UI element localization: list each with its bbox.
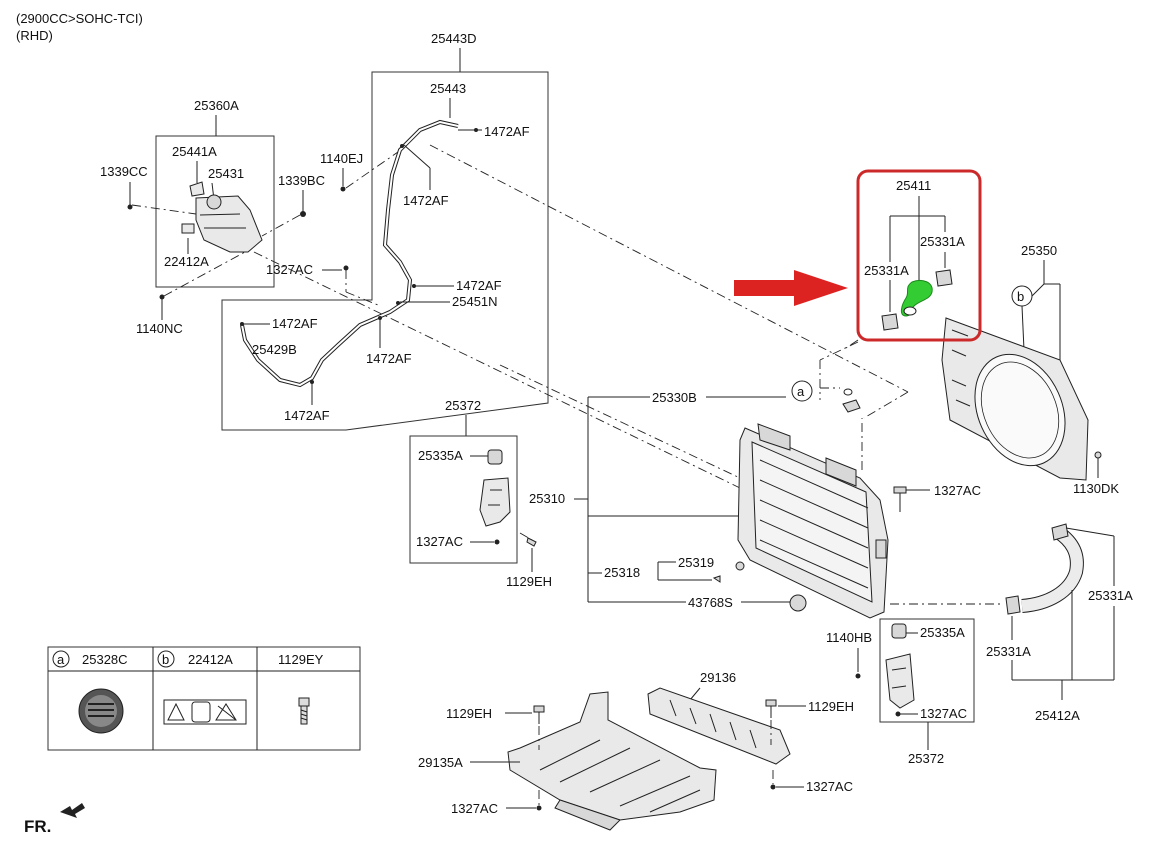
part-1140HB[interactable]: 1140HB [826, 630, 872, 645]
bracket-a [479, 477, 511, 527]
radiator-group: 25330B 25310 a 25318 25319 43768S 1327AC [529, 380, 981, 619]
upper-hose-group: 25411 25331A 25331A [845, 169, 982, 349]
pipe-group-box [221, 71, 549, 431]
part-25429B[interactable]: 25429B [252, 342, 297, 357]
part-25412A[interactable]: 25412A [1035, 708, 1080, 723]
radiator-cap [842, 399, 861, 413]
part-1327AC-f[interactable]: 1327AC [451, 801, 498, 816]
mount-left-group: 25372 25335A 1327AC 1129EH [409, 398, 552, 589]
part-1339CC[interactable]: 1339CC [100, 164, 148, 179]
part-1327AC-b[interactable]: 1327AC [416, 534, 463, 549]
legend-table: a 25328C b 22412A 1129EY [47, 646, 361, 751]
clamp-lower [881, 313, 899, 331]
part-25360A[interactable]: 25360A [194, 98, 239, 113]
bracket-b [885, 653, 915, 709]
label-part [181, 223, 195, 234]
part-1327AC-e[interactable]: 1327AC [806, 779, 853, 794]
part-25331A-d[interactable]: 25331A [986, 644, 1031, 659]
highlight-box [856, 169, 982, 342]
part-25331A-a[interactable]: 25331A [920, 234, 965, 249]
drain-plug [789, 594, 807, 612]
part-22412A[interactable]: 22412A [164, 254, 209, 269]
reservoir-cap [206, 194, 222, 210]
part-43768S[interactable]: 43768S [688, 595, 733, 610]
callout-b: b [1017, 289, 1024, 304]
legend-b-letter: b [162, 652, 169, 667]
legend-part-22412A[interactable]: 22412A [188, 652, 233, 667]
part-1327AC-d[interactable]: 1327AC [920, 706, 967, 721]
engine-spec-label: (2900CC>SOHC-TCI) [16, 11, 143, 26]
part-1472AF-b[interactable]: 1472AF [403, 193, 449, 208]
part-25451N[interactable]: 25451N [452, 294, 498, 309]
part-25431[interactable]: 25431 [208, 166, 244, 181]
clamp-lower-hose-a [1051, 523, 1069, 541]
part-1472AF-f[interactable]: 1472AF [284, 408, 330, 423]
rubber-mount-a [487, 449, 503, 465]
part-25335A-a[interactable]: 25335A [418, 448, 463, 463]
rubber-mount-b [891, 623, 907, 639]
part-25411[interactable]: 25411 [896, 178, 931, 193]
part-25443D[interactable]: 25443D [431, 31, 477, 46]
drive-side-label: (RHD) [16, 28, 53, 43]
part-25372-b[interactable]: 25372 [908, 751, 944, 766]
part-25331A-b[interactable]: 25331A [864, 263, 909, 278]
clamp-upper [935, 269, 953, 287]
part-1472AF-e[interactable]: 1472AF [366, 351, 412, 366]
part-1129EH-b[interactable]: 1129EH [446, 706, 492, 721]
shroud-group: 25350 b 1130DK [941, 243, 1119, 496]
mount-right-box [879, 618, 975, 723]
part-1327AC-c[interactable]: 1327AC [934, 483, 981, 498]
part-1129EH-a[interactable]: 1129EH [506, 574, 552, 589]
part-25335A-b[interactable]: 25335A [920, 625, 965, 640]
legend-part-25328C[interactable]: 25328C [82, 652, 128, 667]
part-29136[interactable]: 29136 [700, 670, 736, 685]
lower-hose [1021, 527, 1083, 612]
cap-part [189, 181, 205, 197]
mount-left-box [409, 435, 518, 564]
part-25372-a[interactable]: 25372 [445, 398, 481, 413]
part-25310[interactable]: 25310 [529, 491, 565, 506]
part-25319[interactable]: 25319 [678, 555, 714, 570]
reservoir-group: 25360A 25441A 25431 22412A 1339CC 1339BC… [100, 98, 325, 336]
pipe-group: 25443D 25443 1472AF 1140EJ 1472AF 1327AC… [221, 31, 549, 431]
part-1472AF-d[interactable]: 1472AF [272, 316, 318, 331]
bolt-icon [298, 697, 310, 725]
lower-hose-group: 25331A 25331A 25412A [986, 523, 1133, 723]
part-1130DK[interactable]: 1130DK [1073, 481, 1119, 496]
reservoir-tank [195, 195, 263, 253]
reservoir-box [155, 135, 275, 288]
part-1140EJ[interactable]: 1140EJ [320, 151, 363, 166]
highlight-arrow [734, 270, 848, 306]
part-1472AF-a[interactable]: 1472AF [484, 124, 530, 139]
clamp-lower-hose-b [1005, 595, 1021, 615]
front-indicator: FR. [24, 817, 51, 836]
reference-lines [253, 144, 1000, 605]
part-29135A[interactable]: 29135A [418, 755, 463, 770]
part-25330B[interactable]: 25330B [652, 390, 697, 405]
legend-a-letter: a [57, 652, 65, 667]
undercover-group: 29136 1129EH 1129EH 29135A 1327AC 1327AC [418, 670, 854, 831]
part-25350[interactable]: 25350 [1021, 243, 1057, 258]
part-1472AF-c[interactable]: 1472AF [456, 278, 502, 293]
part-1339BC[interactable]: 1339BC [278, 173, 325, 188]
front-arrow-icon [60, 803, 85, 818]
part-1129EH-c[interactable]: 1129EH [808, 699, 854, 714]
part-25441A[interactable]: 25441A [172, 144, 217, 159]
mount-right-group: 1140HB 25335A 1327AC 25372 [826, 618, 975, 766]
legend-part-1129EY[interactable]: 1129EY [278, 652, 324, 667]
part-1140NC[interactable]: 1140NC [136, 321, 183, 336]
part-25331A-c[interactable]: 25331A [1088, 588, 1133, 603]
callout-a-circle [791, 380, 813, 402]
part-25318[interactable]: 25318 [604, 565, 640, 580]
part-25443[interactable]: 25443 [430, 81, 466, 96]
callout-a: a [797, 384, 805, 399]
